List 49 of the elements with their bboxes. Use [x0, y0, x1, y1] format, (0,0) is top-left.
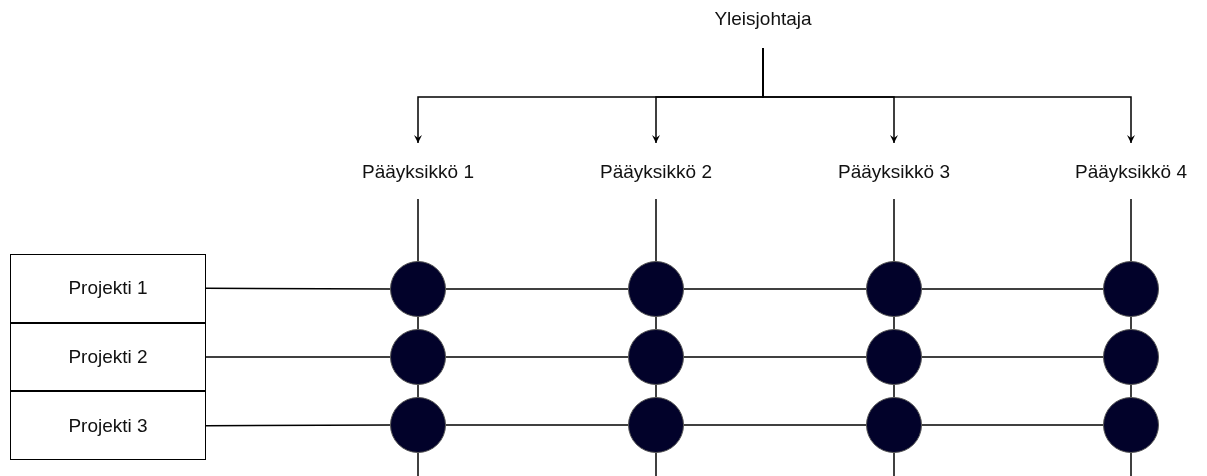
unit-label: Pääyksikkö 4 — [1059, 157, 1203, 187]
connector-line — [445, 356, 629, 358]
connector-line — [683, 288, 867, 290]
project-box: Projekti 3 — [10, 391, 206, 461]
junction-dot — [866, 397, 922, 453]
junction-dot — [628, 261, 684, 317]
junction-dot — [628, 329, 684, 385]
project-box: Projekti 1 — [10, 254, 206, 323]
junction-dot — [1103, 261, 1159, 317]
connector-line — [893, 452, 895, 476]
connector-line — [921, 424, 1104, 426]
junction-dot — [1103, 329, 1159, 385]
connector-line — [921, 356, 1104, 358]
connector-line — [1130, 452, 1132, 476]
junction-dot — [1103, 397, 1159, 453]
connector-line — [893, 316, 895, 330]
connector-line — [1130, 316, 1132, 330]
connector-line — [205, 287, 391, 290]
connector-line — [205, 356, 391, 358]
unit-label: Pääyksikkö 1 — [346, 157, 490, 187]
connector-line — [921, 288, 1104, 290]
title-label: Yleisjohtaja — [698, 4, 828, 34]
junction-dot — [390, 397, 446, 453]
connector-line — [205, 424, 391, 427]
connector-line — [417, 316, 419, 330]
unit-label: Pääyksikkö 3 — [822, 157, 966, 187]
arrow — [762, 47, 1135, 144]
connector-line — [683, 356, 867, 358]
junction-dot — [866, 261, 922, 317]
connector-line — [655, 198, 657, 262]
connector-line — [417, 384, 419, 398]
junction-dot — [866, 329, 922, 385]
unit-label: Pääyksikkö 2 — [584, 157, 728, 187]
project-box: Projekti 2 — [10, 322, 206, 392]
connector-line — [445, 288, 629, 290]
connector-line — [1130, 384, 1132, 398]
connector-line — [445, 424, 629, 426]
connector-line — [417, 452, 419, 476]
connector-line — [655, 316, 657, 330]
connector-line — [1130, 198, 1132, 262]
connector-line — [893, 384, 895, 398]
junction-dot — [390, 261, 446, 317]
junction-dot — [628, 397, 684, 453]
connector-line — [683, 424, 867, 426]
connector-line — [417, 198, 419, 262]
junction-dot — [390, 329, 446, 385]
connector-line — [655, 384, 657, 398]
connector-line — [655, 452, 657, 476]
connector-line — [893, 198, 895, 262]
